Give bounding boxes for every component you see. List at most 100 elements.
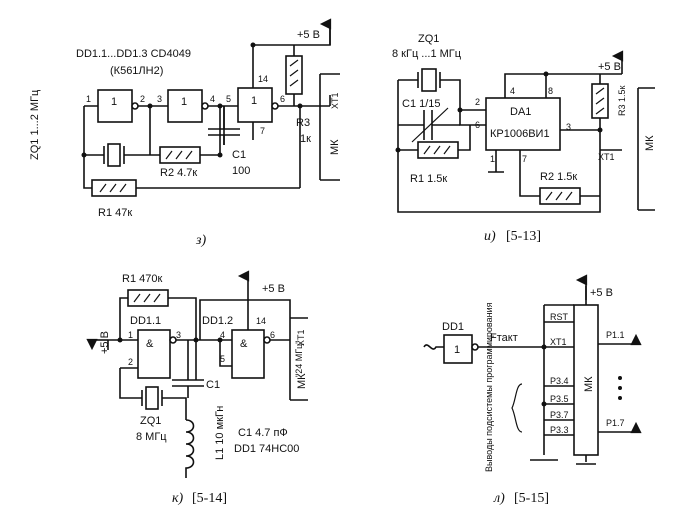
svg-text:и): и): [484, 229, 496, 244]
svg-text:ZQ1: ZQ1: [418, 33, 439, 45]
svg-text:7: 7: [522, 154, 527, 164]
svg-text:1к: 1к: [300, 133, 311, 145]
svg-text:14: 14: [256, 316, 266, 326]
schematic-l: DD1 1 Fтакт МК +5 В RST XT1 P3.4 P3.5 P3…: [423, 274, 642, 506]
svg-text:[5-15]: [5-15]: [514, 491, 549, 506]
z-gate-2-bubble: [201, 102, 209, 110]
svg-text:DD1: DD1: [442, 321, 464, 333]
svg-text:XT1: XT1: [330, 92, 340, 109]
svg-text:R2 4.7к: R2 4.7к: [160, 167, 197, 179]
svg-text:МК: МК: [329, 139, 341, 155]
i-crystal: [417, 68, 441, 92]
svg-text:[5-14]: [5-14]: [192, 491, 227, 506]
svg-text:R2 1.5к: R2 1.5к: [540, 171, 577, 183]
i-r3-resistor: [591, 83, 609, 119]
z-gate-2: [167, 89, 203, 123]
svg-text:2: 2: [140, 94, 145, 104]
svg-text:1: 1: [181, 96, 187, 108]
svg-text:C1 1/15: C1 1/15: [402, 98, 441, 110]
z-gate-3: [237, 87, 273, 123]
svg-text:C1: C1: [232, 149, 246, 161]
svg-text:R3: R3: [296, 117, 310, 129]
svg-text:DA1: DA1: [510, 106, 531, 118]
svg-text:1: 1: [128, 330, 133, 340]
l-brace: [511, 383, 523, 433]
svg-text:6: 6: [280, 94, 285, 104]
svg-text:3: 3: [157, 94, 162, 104]
i-mk-block: [637, 87, 655, 211]
svg-text:4: 4: [210, 94, 215, 104]
z-r1-resistor: [91, 179, 137, 197]
schematic-k: R1 470к DD1.1 DD1.2 & & 1 2 3 4 5 6 14 +…: [86, 270, 308, 506]
svg-text:+5 В: +5 В: [262, 283, 285, 295]
svg-text:ZQ1: ZQ1: [140, 415, 161, 427]
z-title: DD1.1...DD1.3 CD4049: [76, 48, 191, 60]
svg-text:1: 1: [86, 94, 91, 104]
svg-text:8 кГц ...1 МГц: 8 кГц ...1 МГц: [392, 48, 462, 60]
z-r3-resistor: [285, 55, 303, 95]
svg-text:2: 2: [128, 357, 133, 367]
svg-text:+5 В: +5 В: [99, 331, 111, 354]
svg-text:[5-13]: [5-13]: [506, 229, 541, 244]
svg-text:"24 МГц": "24 МГц": [294, 341, 304, 377]
svg-text:к): к): [172, 491, 184, 506]
svg-text:КР1006ВИ1: КР1006ВИ1: [490, 128, 550, 140]
svg-text:L1 10 мкГн: L1 10 мкГн: [214, 406, 226, 460]
z-caption: з): [195, 233, 206, 248]
svg-text:4: 4: [510, 86, 515, 96]
svg-text:R1 1.5к: R1 1.5к: [410, 173, 447, 185]
z-subtitle: (К561ЛН2): [110, 65, 163, 77]
k-mk-block: [289, 317, 308, 401]
svg-text:МК: МК: [583, 376, 595, 392]
svg-text:4: 4: [220, 330, 225, 340]
svg-text:1: 1: [454, 344, 460, 356]
svg-text:МК: МК: [644, 135, 656, 151]
svg-text:14: 14: [258, 74, 268, 84]
k-c1-capacitor: [172, 340, 204, 398]
svg-text:P1.7: P1.7: [606, 418, 625, 428]
k-crystal: [141, 386, 163, 410]
k-gate-dd11: [137, 329, 171, 379]
svg-text:2: 2: [475, 97, 480, 107]
svg-text:+5 В: +5 В: [598, 61, 621, 73]
svg-text:RST: RST: [550, 312, 569, 322]
svg-text:100: 100: [232, 165, 250, 177]
i-da1-chip: [485, 97, 561, 151]
l-gate-dd1: [443, 334, 473, 364]
svg-text:Fтакт: Fтакт: [490, 332, 518, 344]
k-l1-inductor: [185, 419, 195, 478]
svg-text:3: 3: [176, 330, 181, 340]
z-mk-block: [319, 73, 340, 181]
svg-text:8 МГц: 8 МГц: [136, 431, 167, 443]
svg-text:DD1.1: DD1.1: [130, 315, 161, 327]
i-r2-resistor: [539, 187, 581, 205]
svg-text:5: 5: [226, 94, 231, 104]
k-r1-resistor: [127, 289, 169, 307]
z-gate-3-bubble: [271, 102, 279, 110]
svg-text:R1 47к: R1 47к: [98, 207, 132, 219]
svg-text:3: 3: [566, 122, 571, 132]
l-input-signal: [423, 344, 444, 350]
svg-text:XT1: XT1: [598, 152, 615, 162]
svg-text:R3 1.5к: R3 1.5к: [617, 85, 627, 116]
svg-text:л): л): [493, 491, 505, 506]
svg-text:7: 7: [260, 126, 265, 136]
k-gate-dd12: [231, 329, 265, 379]
i-r1-resistor: [417, 141, 459, 159]
svg-text:P3.7: P3.7: [550, 410, 569, 420]
schematic-i: ZQ1 8 кГц ...1 МГц DA1 КР1006ВИ1 2 6 4 8…: [392, 33, 656, 244]
svg-text:6: 6: [270, 330, 275, 340]
z-gate-1-bubble: [131, 102, 139, 110]
svg-text:C1: C1: [206, 379, 220, 391]
svg-text:P3.3: P3.3: [550, 425, 569, 435]
z-r2-resistor: [159, 146, 201, 164]
svg-text:DD1.2: DD1.2: [202, 315, 233, 327]
svg-text:P3.5: P3.5: [550, 394, 569, 404]
svg-text:+5 В: +5 В: [590, 287, 613, 299]
schematic-z: DD1.1...DD1.3 CD4049 (К561ЛН2) 1 1 1 1 2…: [29, 18, 341, 248]
i-c1-variable-capacitor: [398, 107, 460, 143]
z-crystal: [103, 143, 125, 167]
svg-text:&: &: [146, 338, 154, 350]
svg-text:1: 1: [111, 96, 117, 108]
